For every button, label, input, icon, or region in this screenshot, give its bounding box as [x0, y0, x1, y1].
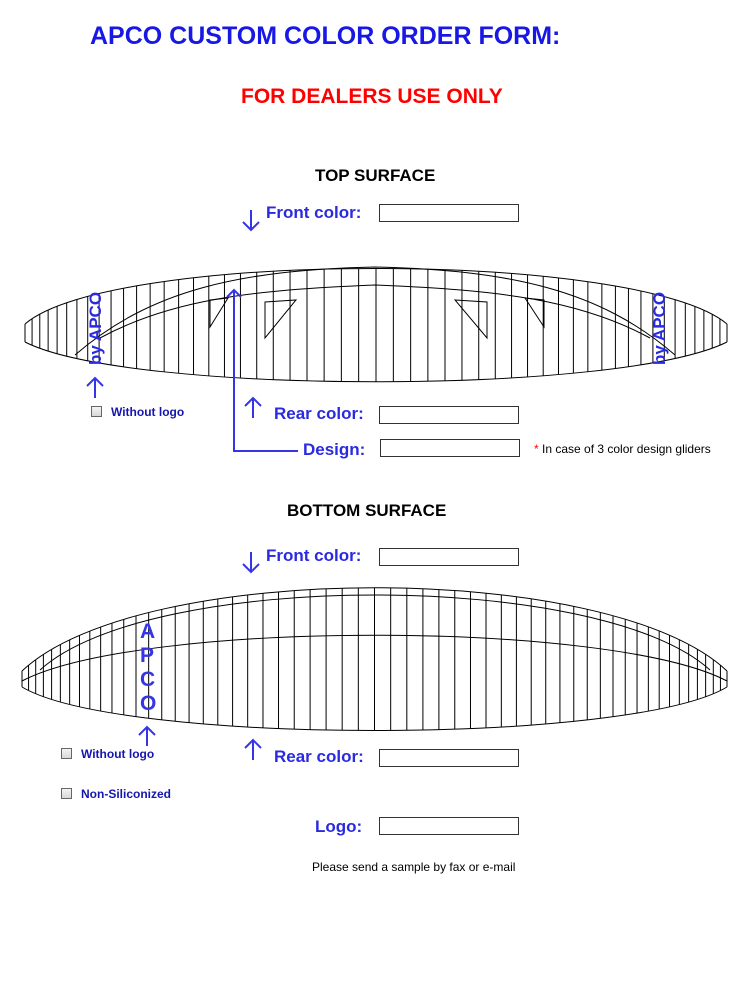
bottom-without-logo-label: Without logo — [81, 747, 155, 761]
top-without-logo-label: Without logo — [111, 405, 185, 419]
design-label: Design: — [303, 440, 366, 459]
bottom-logo-letter-p: P — [140, 644, 154, 667]
bottom-logo-letter-c: C — [140, 668, 155, 691]
top-rear-color-input[interactable] — [379, 406, 519, 424]
bottom-wing-ribs — [28, 587, 721, 731]
top-logo-arrow-icon — [86, 376, 104, 398]
top-wing-trailing-edge — [24, 341, 728, 383]
top-design-stripe-inner — [99, 284, 651, 339]
top-logo-right: by APCO — [650, 292, 669, 365]
top-rear-arrow-icon — [244, 396, 262, 418]
top-design-notch-left-1 — [209, 297, 229, 329]
page-title: APCO CUSTOM COLOR ORDER FORM: — [90, 22, 561, 50]
logo-input[interactable] — [379, 817, 519, 835]
non-siliconized-checkbox[interactable] — [61, 788, 72, 799]
bottom-rear-color-input[interactable] — [379, 749, 519, 767]
top-surface-heading: TOP SURFACE — [315, 166, 436, 185]
top-design-notch-right-2 — [524, 297, 545, 329]
design-pointer-icon — [226, 288, 298, 452]
top-design-notch-right-1 — [453, 299, 488, 340]
top-wing-leading-edge — [24, 268, 728, 325]
top-front-arrow-icon — [242, 210, 260, 232]
bottom-logo-letter-a: A — [140, 620, 155, 643]
design-input[interactable] — [380, 439, 520, 457]
sample-note: Please send a sample by fax or e-mail — [312, 860, 516, 874]
top-rear-color-label: Rear color: — [274, 404, 364, 423]
bottom-front-color-label: Front color: — [266, 546, 362, 565]
non-siliconized-label: Non-Siliconized — [81, 787, 171, 801]
page-subtitle: FOR DEALERS USE ONLY — [241, 85, 503, 108]
top-front-color-label: Front color: — [266, 203, 362, 222]
design-note: * In case of 3 color design gliders — [534, 442, 711, 456]
bottom-logo-arrow-icon — [138, 725, 156, 746]
top-logo-left: by APCO — [86, 292, 105, 365]
bottom-surface-wing: A P C O — [21, 587, 728, 731]
bottom-front-color-input[interactable] — [379, 548, 519, 566]
bottom-front-arrow-icon — [242, 552, 260, 574]
design-note-asterisk: * — [534, 442, 539, 456]
top-front-color-input[interactable] — [379, 204, 519, 222]
bottom-without-logo-checkbox[interactable] — [61, 748, 72, 759]
bottom-rear-color-label: Rear color: — [274, 747, 364, 766]
top-surface-wing: by APCO by APCO — [24, 266, 728, 383]
design-note-text: In case of 3 color design gliders — [538, 442, 711, 456]
top-design-notch-left-2 — [264, 299, 298, 340]
bottom-rear-arrow-icon — [244, 738, 262, 760]
logo-label: Logo: — [315, 817, 363, 836]
bottom-surface-heading: BOTTOM SURFACE — [287, 501, 447, 520]
top-without-logo-checkbox[interactable] — [91, 406, 102, 417]
bottom-logo-letter-o: O — [140, 692, 156, 715]
top-design-stripe-outer — [74, 266, 676, 356]
